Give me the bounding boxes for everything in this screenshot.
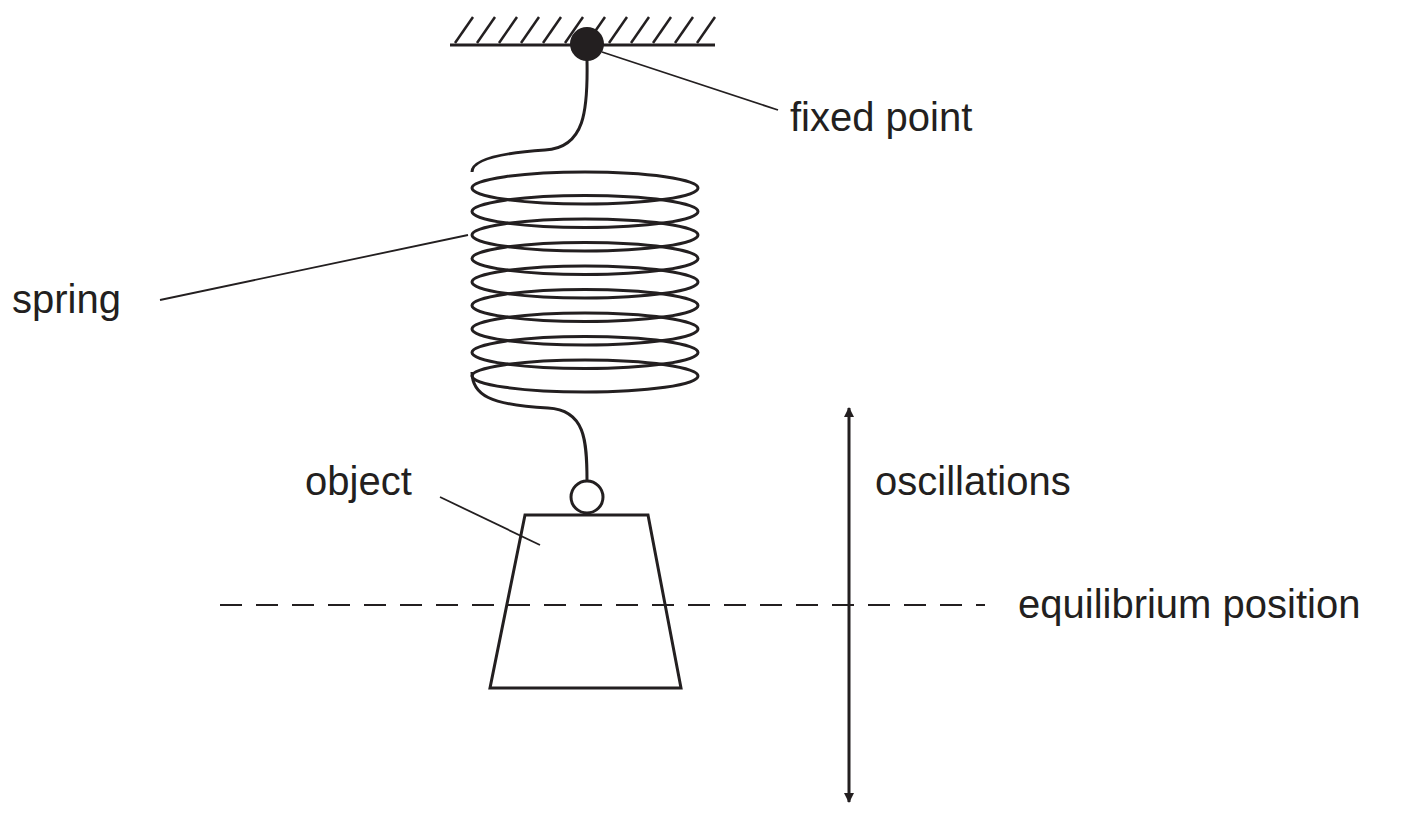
hook-ring: [571, 481, 603, 513]
fixed-point-dot: [570, 27, 604, 61]
leader-line: [440, 497, 540, 545]
part-label: fixed point: [790, 94, 972, 140]
hatch-stroke: [543, 17, 561, 43]
part-label: oscillations: [875, 458, 1071, 504]
part-label: equilibrium position: [1018, 581, 1360, 627]
hatch-stroke: [697, 17, 715, 43]
object-mass: [490, 515, 681, 688]
hatch-stroke: [455, 17, 473, 43]
spring-bottom-wire: [472, 372, 587, 481]
spring-coils: [472, 172, 698, 392]
hatch-stroke: [675, 17, 693, 43]
leader-line: [602, 52, 778, 110]
hatch-stroke: [609, 17, 627, 43]
leader-line: [160, 235, 468, 300]
hatch-stroke: [477, 17, 495, 43]
spring-top-wire: [472, 60, 587, 172]
equilibrium-line: [220, 604, 985, 606]
oscillation-arrow: [848, 408, 851, 802]
hatch-stroke: [521, 17, 539, 43]
part-label: object: [305, 458, 412, 504]
coil-turn: [472, 360, 698, 392]
hatch-stroke: [499, 17, 517, 43]
hatch-stroke: [653, 17, 671, 43]
part-label: spring: [12, 276, 121, 322]
hatch-stroke: [631, 17, 649, 43]
